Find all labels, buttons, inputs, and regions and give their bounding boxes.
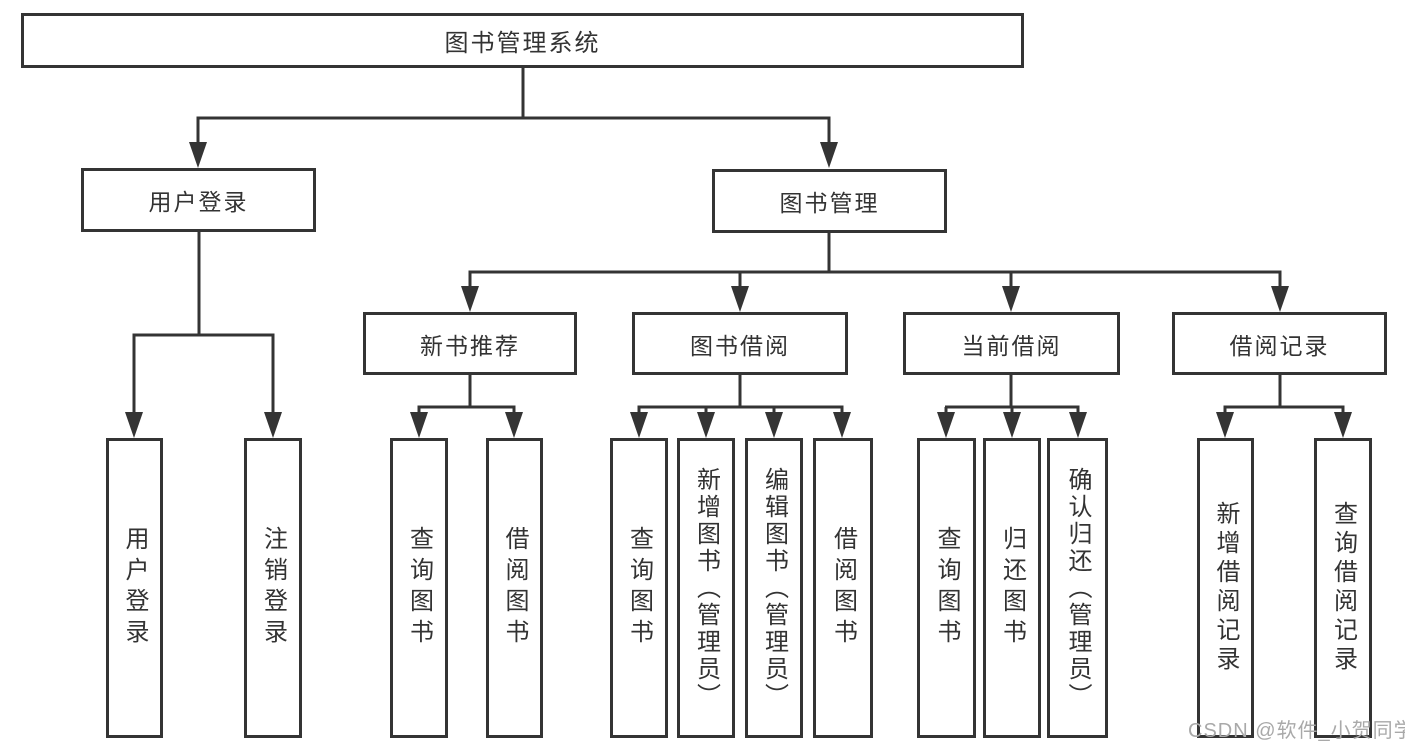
- node-root: 图书管理系统: [21, 13, 1024, 68]
- node-book-management: 图书管理: [712, 169, 947, 233]
- node-user-login: 用户登录: [81, 168, 316, 232]
- leaf-nbr-borrow-books: 借阅图书: [486, 438, 543, 738]
- leaf-br-add-record: 新增借阅记录: [1197, 438, 1254, 738]
- leaf-bb-query-books: 查询图书: [610, 438, 668, 738]
- leaf-bb-edit-book-admin: 编辑图书（管理员）: [745, 438, 803, 738]
- leaf-br-query-record: 查询借阅记录: [1314, 438, 1372, 738]
- leaf-bb-borrow-books: 借阅图书: [813, 438, 873, 738]
- node-current-borrowing: 当前借阅: [903, 312, 1120, 375]
- leaf-bb-add-book-admin: 新增图书（管理员）: [677, 438, 735, 738]
- leaf-cb-confirm-return-admin: 确认归还（管理员）: [1047, 438, 1108, 738]
- leaf-user-login: 用户登录: [106, 438, 163, 738]
- csdn-watermark: CSDN @软件_小贺同学: [1188, 720, 1405, 742]
- node-new-book-recommendation: 新书推荐: [363, 312, 577, 375]
- leaf-logout: 注销登录: [244, 438, 302, 738]
- node-book-borrowing: 图书借阅: [632, 312, 848, 375]
- node-borrowing-records: 借阅记录: [1172, 312, 1387, 375]
- leaf-cb-query-books: 查询图书: [917, 438, 976, 738]
- leaf-nbr-query-books: 查询图书: [390, 438, 448, 738]
- leaf-cb-return-books: 归还图书: [983, 438, 1041, 738]
